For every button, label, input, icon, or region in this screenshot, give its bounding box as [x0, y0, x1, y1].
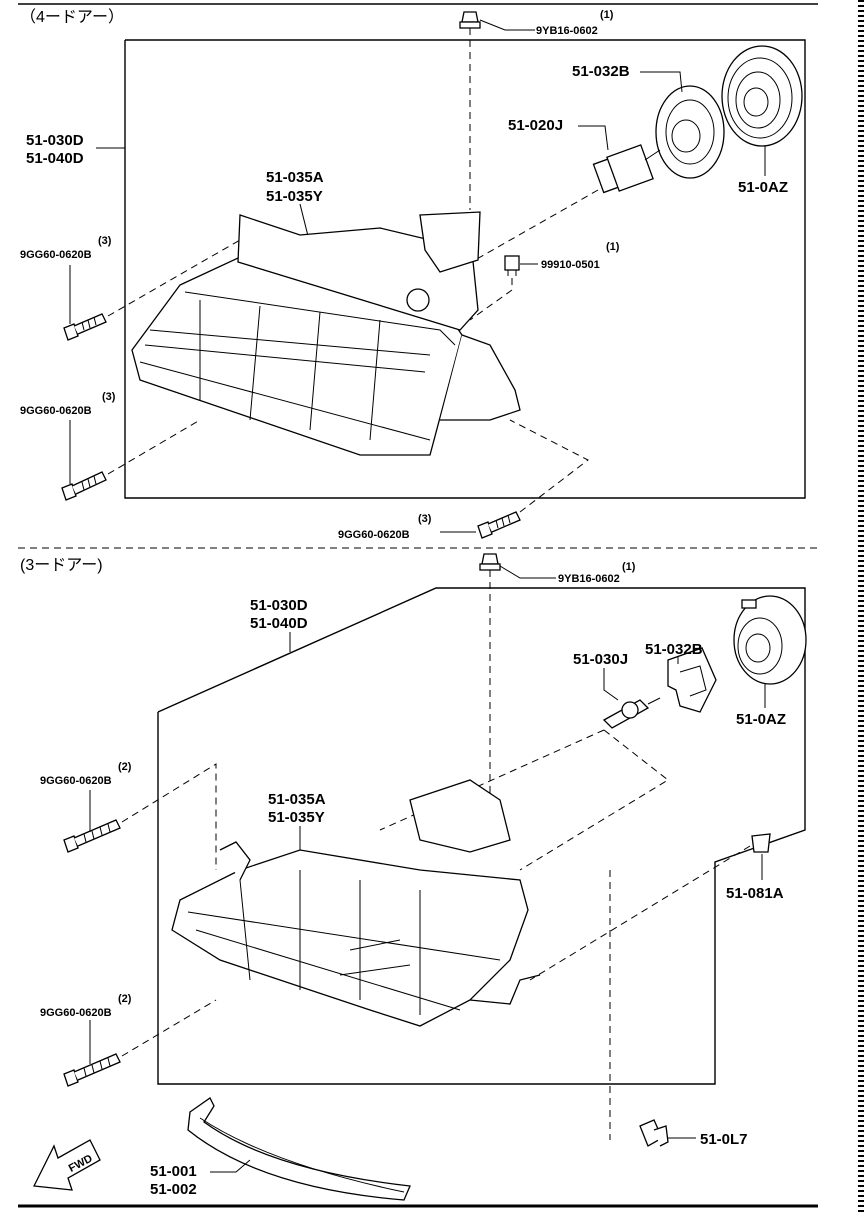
seal-ring-part-bottom	[667, 647, 717, 713]
bolt-c-guide	[509, 419, 589, 513]
lens-bottom-code-2: 51-035Y	[268, 809, 325, 826]
section-heading-3-door: (3ードアー)	[20, 557, 103, 574]
bulb-part-top	[592, 144, 661, 194]
nut-part-bottom	[479, 553, 501, 571]
bolt-b-code: 9GG60-0620B	[20, 405, 92, 417]
dust-cap-part-bottom	[733, 595, 807, 685]
dust-cap-part-top	[721, 45, 803, 147]
grommet-code: 51-081A	[726, 885, 784, 902]
forward-arrow-icon: FWD	[32, 1139, 101, 1191]
trim-leader	[210, 1159, 251, 1173]
trim-code-2: 51-002	[150, 1181, 197, 1198]
bolt-part-top-c	[477, 511, 521, 539]
bolt-b-qty: (3)	[102, 391, 116, 403]
clip-qty: (1)	[606, 241, 620, 253]
ring-code: 51-032B	[572, 63, 630, 80]
socket-code: 51-0L7	[700, 1131, 748, 1148]
headlamp-assembly-bottom	[171, 779, 541, 1027]
bolt-c-code: 9GG60-0620B	[338, 529, 410, 541]
nut-bottom-leader	[499, 565, 556, 579]
nut-qty: (1)	[600, 9, 614, 21]
bolt-a-guide	[107, 239, 241, 317]
trim-code-1: 51-001	[150, 1163, 197, 1180]
grommet-guide	[529, 845, 751, 981]
nut-bottom-qty: (1)	[622, 561, 636, 573]
lens-code-1: 51-035A	[266, 169, 324, 186]
bolt-a-code: 9GG60-0620B	[20, 249, 92, 261]
bolt-bottom-b-code: 9GG60-0620B	[40, 1007, 112, 1019]
top-assembly-frame	[124, 39, 806, 499]
bolt-part-bottom-b	[63, 1053, 121, 1087]
bolt-part-top-b	[61, 471, 107, 501]
assy-bottom-code-1: 51-030D	[250, 597, 308, 614]
headlamp-assembly-top	[131, 211, 521, 456]
cap-bottom-code: 51-0AZ	[736, 711, 786, 728]
bulb-leader	[578, 125, 609, 151]
page-edge	[858, 0, 864, 1214]
clip-part-top	[504, 255, 520, 276]
nut-bottom-code: 9YB16-0602	[558, 573, 620, 585]
section-heading-4-door: （4ードアー）	[20, 8, 124, 26]
bulb-bottom-code: 51-030J	[573, 651, 628, 668]
grommet-part	[751, 833, 771, 853]
lens-leader	[299, 203, 309, 237]
bolt-b-guide	[107, 419, 201, 475]
assy-code-2: 51-040D	[26, 150, 84, 167]
lens-bottom-code-1: 51-035A	[268, 791, 326, 808]
assy-code-1: 51-030D	[26, 132, 84, 149]
bolt-bottom-a-qty: (2)	[118, 761, 132, 773]
bulb-code: 51-020J	[508, 117, 563, 134]
bolt-part-bottom-a	[63, 819, 121, 853]
assy-bottom-code-2: 51-040D	[250, 615, 308, 632]
bulb-guide-line	[439, 189, 599, 281]
bulb-bottom-leader	[603, 668, 619, 701]
bolt-a-qty: (3)	[98, 235, 112, 247]
bulb-part-bottom	[602, 697, 661, 729]
seal-ring-part-top	[655, 85, 725, 179]
bulb-bottom-guide-a	[519, 729, 669, 871]
bolt-c-qty: (3)	[418, 513, 432, 525]
trim-strip-part	[187, 1097, 411, 1201]
ring-leader	[640, 71, 683, 93]
bolt-bottom-b-guide	[121, 999, 217, 1057]
bolt-bottom-a-code: 9GG60-0620B	[40, 775, 112, 787]
socket-part	[639, 1119, 669, 1147]
nut-code: 9YB16-0602	[536, 25, 598, 37]
nut-leader	[479, 19, 535, 31]
nut-part-top	[459, 11, 481, 29]
lens-code-2: 51-035Y	[266, 188, 323, 205]
bolt-bottom-a-guide	[121, 763, 217, 870]
clip-code: 99910-0501	[541, 259, 600, 271]
bolt-part-top-a	[63, 313, 107, 341]
bolt-bottom-b-qty: (2)	[118, 993, 132, 1005]
clip-guide-line	[469, 278, 513, 321]
ring-bottom-code: 51-032B	[645, 641, 703, 658]
cap-code: 51-0AZ	[738, 179, 788, 196]
